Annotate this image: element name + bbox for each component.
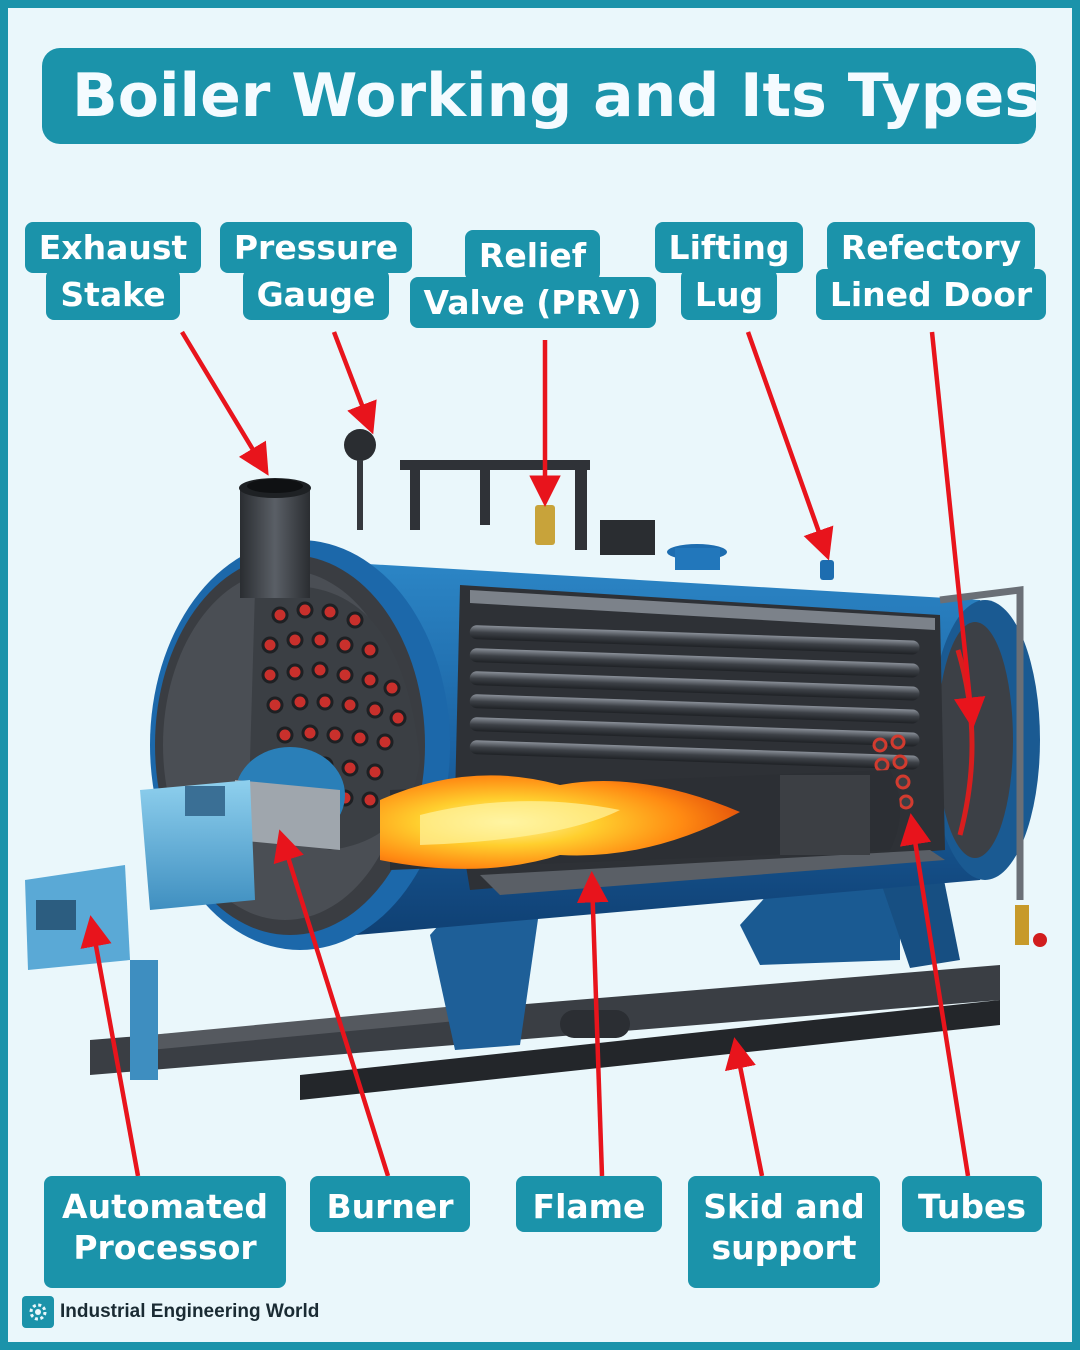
label-skid-support-line2: support — [711, 1228, 857, 1267]
label-automated-processor: Automated Processor — [44, 1176, 286, 1288]
brand-name: Industrial Engineering World — [60, 1301, 320, 1322]
label-skid-support: Skid and support — [688, 1176, 880, 1288]
label-tubes: Tubes — [902, 1176, 1042, 1232]
furnace — [380, 770, 900, 870]
label-burner: Burner — [310, 1176, 470, 1232]
arrow-flame — [577, 871, 609, 1177]
top-fittings — [344, 429, 1047, 947]
arrow-exhaust-stake — [180, 330, 269, 476]
arrow-burner — [273, 829, 391, 1177]
label-automated-processor-line2: Processor — [73, 1228, 257, 1267]
label-lifting-lug-line1: Lifting — [654, 222, 804, 273]
label-exhaust-stake-line1: Exhaust — [24, 222, 202, 273]
arrow-pressure-gauge — [331, 331, 377, 435]
label-relief-valve: Relief Valve (PRV) — [405, 230, 660, 328]
label-burner-text: Burner — [326, 1187, 454, 1226]
label-exhaust-stake: Exhaust Stake — [22, 222, 204, 320]
arrow-lifting-lug — [745, 331, 834, 561]
label-lifting-lug-line2: Lug — [680, 269, 778, 320]
label-automated-processor-line1: Automated — [62, 1187, 268, 1226]
label-pressure-gauge-line1: Pressure — [219, 222, 413, 273]
label-relief-valve-line2: Valve (PRV) — [409, 277, 656, 328]
label-lifting-lug: Lifting Lug — [652, 222, 806, 320]
label-flame-text: Flame — [532, 1187, 646, 1226]
skid-frame — [90, 965, 1000, 1100]
page-title: Boiler Working and Its Types — [42, 48, 1036, 144]
burner-assembly — [25, 747, 345, 1080]
footer-brand: Industrial Engineering World — [22, 1296, 319, 1328]
label-flame: Flame — [516, 1176, 662, 1232]
arrow-refractory-door — [929, 331, 986, 729]
arrow-skid-support — [724, 1037, 765, 1177]
label-pressure-gauge: Pressure Gauge — [218, 222, 414, 320]
exhaust-stack — [239, 478, 311, 598]
arrow-automated-processor — [80, 915, 141, 1177]
label-pressure-gauge-line2: Gauge — [242, 269, 390, 320]
label-skid-support-line1: Skid and — [703, 1187, 865, 1226]
arrow-tubes — [899, 813, 971, 1177]
label-exhaust-stake-line2: Stake — [46, 269, 180, 320]
pointer-arrows — [80, 330, 986, 1177]
label-tubes-text: Tubes — [917, 1187, 1027, 1226]
label-relief-valve-line1: Relief — [464, 230, 601, 281]
label-refractory-door-line2: Lined Door — [815, 269, 1047, 320]
label-refractory-door-line1: Refectory — [826, 222, 1036, 273]
gear-icon — [22, 1296, 54, 1328]
label-refractory-door: Refectory Lined Door — [808, 222, 1054, 320]
